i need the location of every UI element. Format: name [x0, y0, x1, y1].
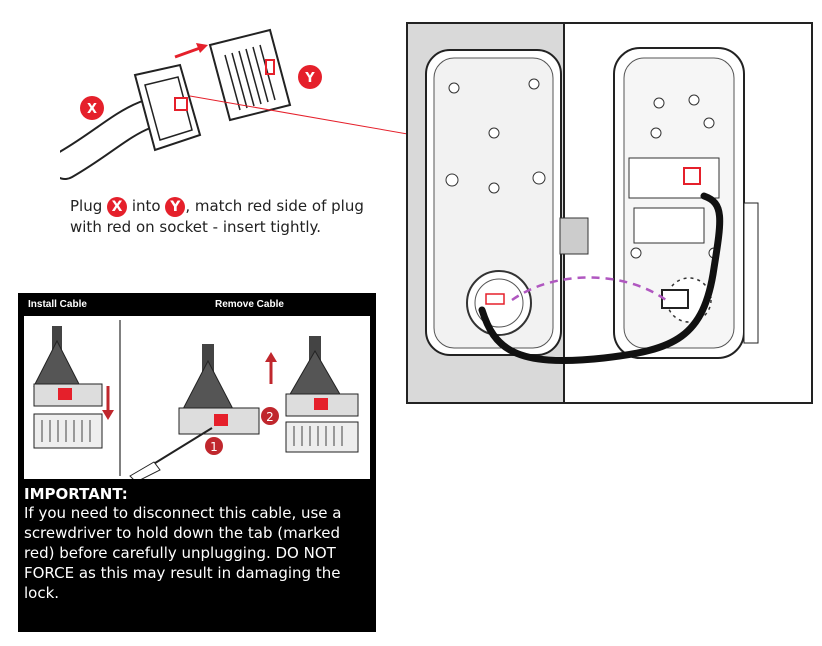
badge-y: Y — [165, 196, 186, 217]
insert-arrow-icon — [174, 43, 208, 59]
up-arrow-icon — [265, 352, 277, 384]
cable-steps-image: 1 2 — [24, 316, 370, 483]
badge-x: X — [107, 196, 128, 217]
socket-y — [208, 28, 292, 122]
important-body: If you need to disconnect this cable, us… — [24, 504, 342, 602]
instruction-text: Plug X into Y, match red side of plug wi… — [70, 196, 364, 236]
lock-cable — [478, 192, 724, 365]
remove-plug-screwdriver: 1 — [129, 344, 260, 483]
lock-outside-body — [425, 49, 589, 356]
important-title: IMPORTANT: — [24, 485, 128, 503]
install-header: Install Cable — [28, 299, 87, 310]
connector-illustration: X Y — [60, 28, 322, 180]
remove-plug-lift: 2 — [261, 336, 359, 453]
dashed-path — [511, 276, 667, 302]
down-arrow-icon — [102, 386, 114, 420]
step-1: 1 — [210, 440, 218, 454]
remove-header: Remove Cable — [215, 299, 284, 310]
lock-inside-body — [613, 47, 759, 359]
plug-x — [133, 63, 202, 152]
step-2: 2 — [266, 410, 274, 424]
lock-diagram — [406, 22, 813, 404]
label-x: X — [87, 102, 97, 117]
install-plug — [33, 326, 114, 449]
label-y: Y — [304, 71, 315, 86]
cable-panel: Install Cable Remove Cable — [18, 293, 376, 632]
